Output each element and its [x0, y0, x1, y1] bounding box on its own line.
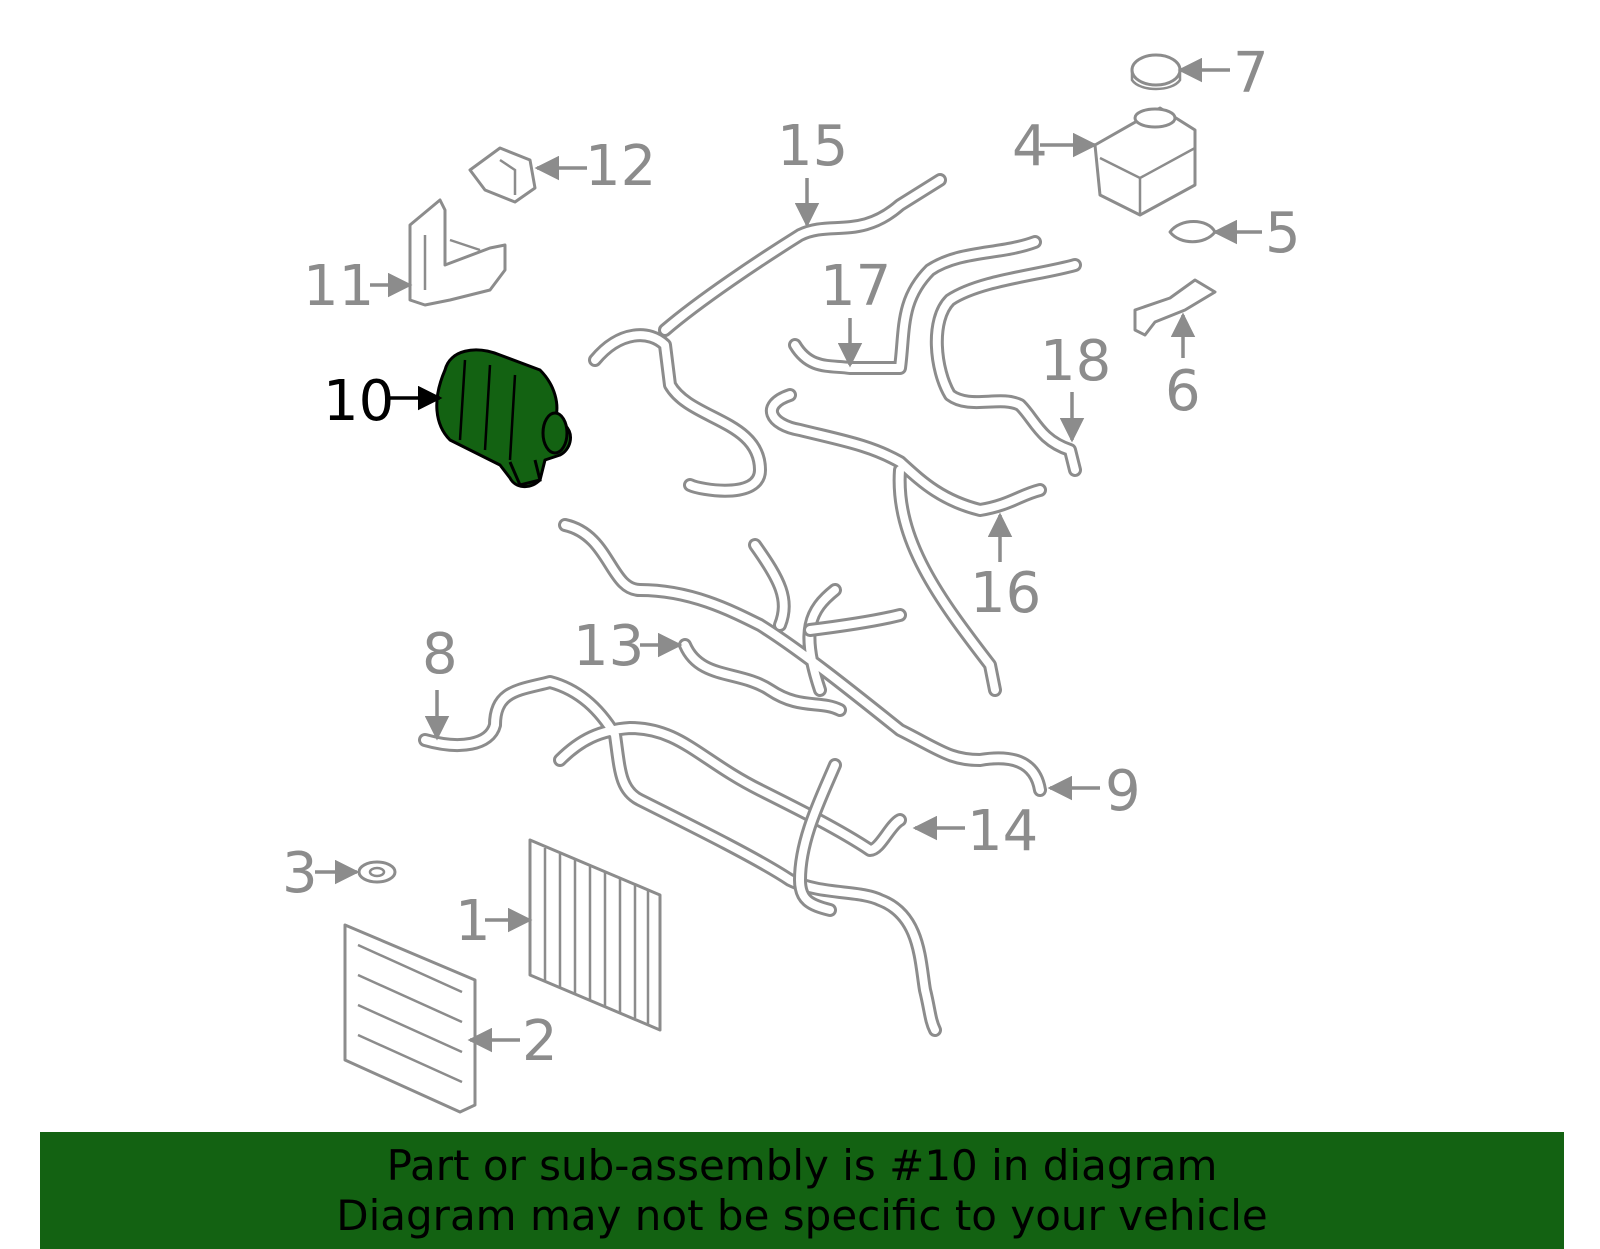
- info-banner: Part or sub-assembly is #10 in diagram D…: [40, 1132, 1564, 1249]
- bracket-6: [1133, 278, 1217, 337]
- callout-10: 10: [323, 369, 394, 434]
- grommet-3: [357, 860, 397, 884]
- callout-16: 16: [970, 561, 1041, 626]
- callout-13: 13: [573, 614, 644, 679]
- callout-11: 11: [303, 254, 374, 319]
- callout-labels: 1 2 3 4 5 6 7 8 9 10 11 12 13 14 15 16 1…: [282, 41, 1301, 1074]
- leader-lines: [315, 57, 1262, 1053]
- callout-1: 1: [455, 889, 491, 954]
- hose-8: [418, 675, 942, 1037]
- callout-4: 4: [1012, 114, 1048, 179]
- tank-cap: [1130, 53, 1182, 91]
- hose-18: [929, 258, 1082, 477]
- radiator-2: [343, 923, 477, 1114]
- callout-9: 9: [1105, 759, 1141, 824]
- hose-16: [764, 388, 1047, 697]
- hose-14: [793, 758, 842, 917]
- callout-7: 7: [1233, 41, 1269, 106]
- callout-15: 15: [777, 114, 848, 179]
- callout-6: 6: [1165, 359, 1201, 424]
- callout-2: 2: [522, 1009, 558, 1074]
- banner-line-2: Diagram may not be specific to your vehi…: [336, 1191, 1268, 1240]
- callout-3: 3: [282, 841, 318, 906]
- callout-5: 5: [1265, 201, 1301, 266]
- callout-12: 12: [585, 134, 656, 199]
- callout-18: 18: [1040, 329, 1111, 394]
- electric-coolant-pump: [435, 348, 572, 488]
- callout-17: 17: [820, 254, 891, 319]
- hose-17: [788, 235, 1042, 375]
- banner-line-1: Part or sub-assembly is #10 in diagram: [386, 1141, 1218, 1190]
- coolant-expansion-tank: [1093, 106, 1197, 217]
- hose-15: [588, 173, 947, 498]
- hose-13: [678, 608, 907, 717]
- radiator-1: [528, 838, 662, 1032]
- callout-8: 8: [422, 622, 458, 687]
- callout-14: 14: [967, 799, 1038, 864]
- clip-12: [468, 146, 537, 204]
- bracket-11: [408, 198, 507, 307]
- grommet-5: [1168, 220, 1217, 244]
